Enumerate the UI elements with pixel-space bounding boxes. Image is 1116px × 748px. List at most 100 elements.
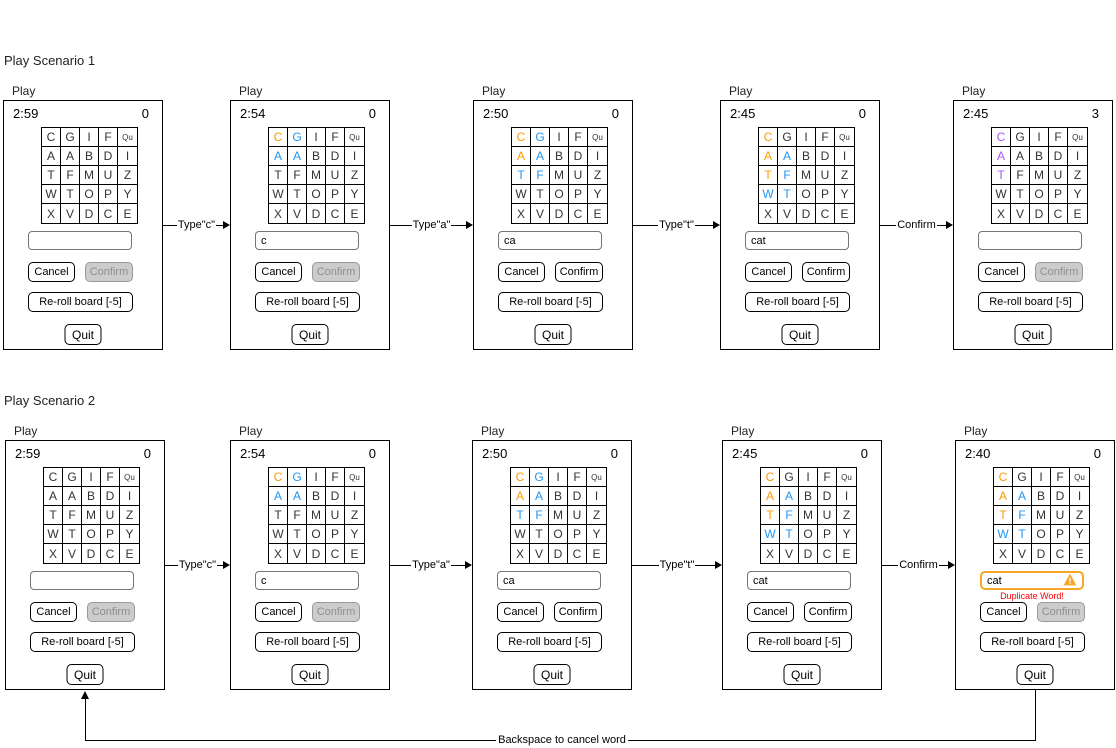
board-cell[interactable]: C [326, 544, 345, 563]
board-cell[interactable]: Z [1068, 166, 1087, 185]
board-cell[interactable]: V [288, 204, 307, 223]
quit-button[interactable]: Quit [783, 664, 821, 685]
board-cell[interactable]: M [1030, 166, 1049, 185]
board-cell[interactable]: E [350, 546, 359, 561]
board-cell[interactable]: D [797, 204, 816, 223]
board-cell[interactable]: F [61, 166, 80, 185]
board-cell[interactable]: T [1011, 185, 1030, 204]
board-cell[interactable]: D [80, 204, 99, 223]
quit-button[interactable]: Quit [1014, 324, 1052, 345]
board-cell[interactable]: I [1030, 128, 1049, 147]
board-cell[interactable]: G [288, 128, 307, 147]
board-cell[interactable]: U [1049, 166, 1068, 185]
board-cell[interactable]: O [1030, 185, 1049, 204]
board-cell[interactable]: D [569, 147, 588, 166]
board-cell[interactable]: D [326, 147, 345, 166]
board-cell[interactable]: C [269, 468, 288, 487]
board-cell[interactable]: E [842, 546, 851, 561]
board-cell[interactable]: G [531, 128, 550, 147]
board-cell[interactable]: B [307, 487, 326, 506]
board-cell[interactable]: F [1013, 506, 1032, 525]
board-cell[interactable]: P [101, 525, 120, 544]
board-cell[interactable]: W [42, 185, 61, 204]
board-cell[interactable]: T [531, 185, 550, 204]
board-cell[interactable]: Z [345, 166, 364, 185]
board-cell[interactable]: D [101, 487, 120, 506]
reroll-board-button[interactable]: Re-roll board [-5] [255, 632, 360, 652]
board-cell[interactable]: W [994, 525, 1013, 544]
word-input[interactable]: cat [747, 571, 851, 590]
board-cell[interactable]: P [326, 525, 345, 544]
board-cell[interactable]: A [512, 147, 531, 166]
board-cell[interactable]: M [550, 166, 569, 185]
board-cell[interactable]: T [42, 166, 61, 185]
board-cell[interactable]: B [80, 147, 99, 166]
board-cell[interactable]: F [326, 468, 345, 487]
board-cell[interactable]: D [550, 204, 569, 223]
board-cell[interactable]: D [549, 544, 568, 563]
confirm-button[interactable]: Confirm [1037, 602, 1085, 622]
board-cell[interactable]: G [778, 128, 797, 147]
board-cell[interactable]: A [761, 487, 780, 506]
board-cell[interactable]: D [818, 487, 837, 506]
board-cell[interactable]: X [992, 204, 1011, 223]
cancel-button[interactable]: Cancel [745, 262, 792, 282]
board-cell[interactable]: F [288, 506, 307, 525]
board-cell[interactable]: X [269, 544, 288, 563]
board-cell[interactable]: D [82, 544, 101, 563]
cancel-button[interactable]: Cancel [747, 602, 794, 622]
board-cell[interactable]: D [1049, 147, 1068, 166]
board-cell[interactable]: T [780, 525, 799, 544]
cancel-button[interactable]: Cancel [28, 262, 75, 282]
board-cell[interactable]: E [1073, 206, 1082, 221]
board-cell[interactable]: C [568, 544, 587, 563]
quit-button[interactable]: Quit [533, 664, 571, 685]
board-cell[interactable]: A [1011, 147, 1030, 166]
board-cell[interactable]: E [592, 546, 601, 561]
board-cell[interactable]: V [63, 544, 82, 563]
board-cell[interactable]: V [61, 204, 80, 223]
board-cell[interactable]: C [101, 544, 120, 563]
board-cell[interactable]: Qu [120, 468, 139, 487]
board-cell[interactable]: X [44, 544, 63, 563]
board-cell[interactable]: I [1032, 468, 1051, 487]
quit-button[interactable]: Quit [291, 664, 329, 685]
board-cell[interactable]: Y [588, 185, 607, 204]
board-cell[interactable]: F [780, 506, 799, 525]
board-cell[interactable]: T [992, 166, 1011, 185]
board-cell[interactable]: G [288, 468, 307, 487]
cancel-button[interactable]: Cancel [498, 262, 545, 282]
board-cell[interactable]: U [1051, 506, 1070, 525]
board-cell[interactable]: T [269, 506, 288, 525]
board-cell[interactable]: I [1068, 147, 1087, 166]
board-cell[interactable]: T [61, 185, 80, 204]
cancel-button[interactable]: Cancel [980, 602, 1027, 622]
board-cell[interactable]: F [99, 128, 118, 147]
board-cell[interactable]: V [530, 544, 549, 563]
board-cell[interactable]: E [1075, 546, 1084, 561]
board-cell[interactable]: O [82, 525, 101, 544]
board-cell[interactable]: W [759, 185, 778, 204]
board-cell[interactable]: C [761, 468, 780, 487]
board-cell[interactable]: Qu [1070, 468, 1089, 487]
board-cell[interactable]: O [307, 185, 326, 204]
board-cell[interactable]: F [816, 128, 835, 147]
board-cell[interactable]: G [1011, 128, 1030, 147]
board-cell[interactable]: Qu [345, 128, 364, 147]
board-cell[interactable]: B [1030, 147, 1049, 166]
board-cell[interactable]: A [269, 147, 288, 166]
board-cell[interactable]: I [587, 487, 606, 506]
board-cell[interactable]: U [101, 506, 120, 525]
board-cell[interactable]: W [761, 525, 780, 544]
board-cell[interactable]: D [1051, 487, 1070, 506]
board-cell[interactable]: W [512, 185, 531, 204]
board-cell[interactable]: I [82, 468, 101, 487]
board-cell[interactable]: X [994, 544, 1013, 563]
board-cell[interactable]: P [818, 525, 837, 544]
board-cell[interactable]: Y [1068, 185, 1087, 204]
quit-button[interactable]: Quit [781, 324, 819, 345]
board-cell[interactable]: Y [345, 525, 364, 544]
word-input[interactable]: cat [745, 231, 849, 250]
board-cell[interactable]: Qu [345, 468, 364, 487]
board-cell[interactable]: T [511, 506, 530, 525]
